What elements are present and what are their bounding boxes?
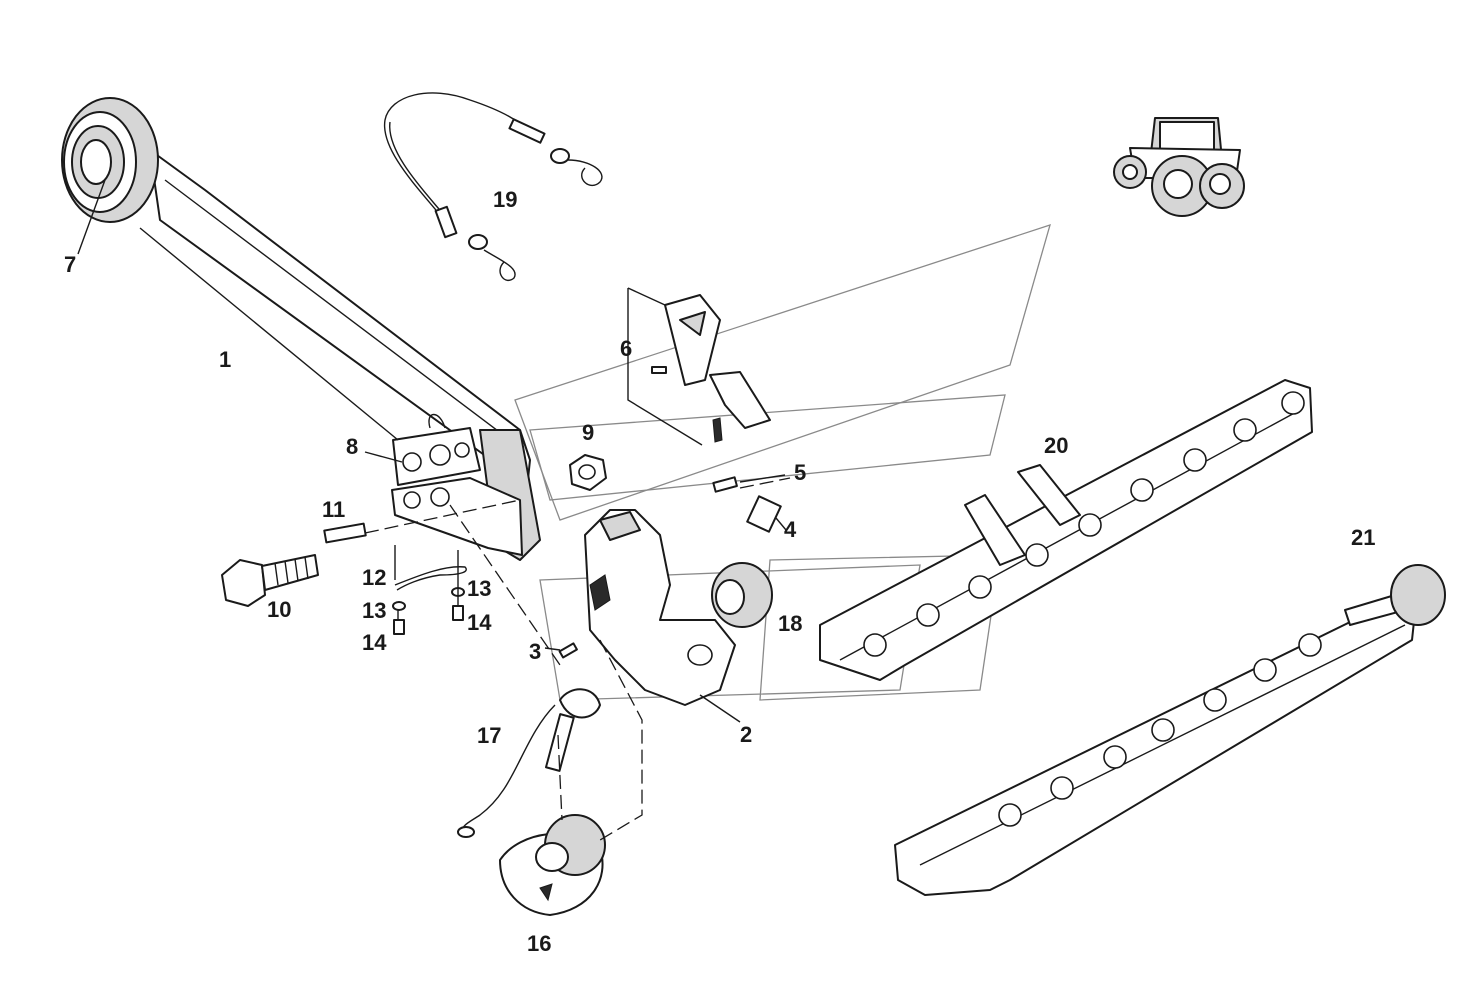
stabilizer-bar-20-part — [819, 379, 1313, 681]
ball-washer-part — [499, 814, 606, 916]
callout-17: 17 — [477, 723, 501, 748]
callout-18: 18 — [778, 611, 802, 636]
pin-5-part — [712, 476, 738, 493]
callout-13-right: 13 — [467, 576, 491, 601]
hook-part — [584, 509, 736, 706]
callout-10: 10 — [267, 597, 291, 622]
callout-2: 2 — [740, 722, 752, 747]
callout-11: 11 — [322, 497, 345, 522]
washer-screw-left-part — [392, 601, 406, 635]
callout-labels: 1 2 3 4 5 6 7 8 9 10 11 12 13 13 14 14 1… — [64, 187, 1375, 956]
callout-4: 4 — [784, 517, 797, 542]
callout-8: 8 — [346, 434, 358, 459]
callout-20: 20 — [1044, 433, 1068, 458]
nut-part — [569, 454, 607, 491]
ball-end-part — [61, 97, 159, 223]
callout-7: 7 — [64, 252, 76, 277]
callout-21: 21 — [1351, 525, 1375, 550]
stabilizer-bar-21-part — [894, 564, 1446, 896]
roll-pin-part — [558, 642, 578, 659]
spring-clip-part — [394, 566, 467, 591]
ball-part — [711, 562, 773, 628]
callout-5: 5 — [794, 460, 806, 485]
bracket-part — [391, 413, 523, 556]
bushing-part — [746, 495, 782, 533]
callout-19: 19 — [493, 187, 517, 212]
latch-assembly-part — [651, 294, 771, 443]
callout-14-left: 14 — [362, 630, 387, 655]
callout-14-right: 14 — [467, 610, 492, 635]
callout-6: 6 — [620, 336, 632, 361]
bolt-part — [221, 554, 319, 607]
callout-9: 9 — [582, 420, 594, 445]
callout-12: 12 — [362, 565, 386, 590]
watermark-logo — [514, 224, 1051, 701]
callout-13-left: 13 — [362, 598, 386, 623]
callout-1: 1 — [219, 347, 231, 372]
check-chain-part — [384, 92, 603, 281]
pin-11-part — [323, 522, 367, 544]
callout-16: 16 — [527, 931, 551, 956]
tractor-icon — [1113, 117, 1245, 217]
leader-lines — [77, 179, 791, 841]
callout-3: 3 — [529, 639, 541, 664]
locking-pin-part — [457, 688, 601, 838]
